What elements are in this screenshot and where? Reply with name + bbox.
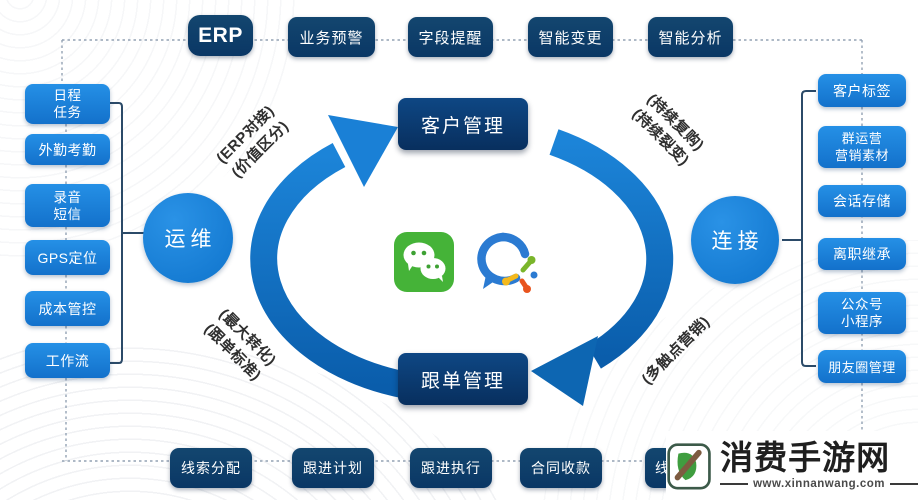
left-box-label: 成本管控 <box>38 300 97 317</box>
right-circle-connect: 连接 <box>691 196 779 284</box>
right-box-moments-manage: 朋友圈管理 <box>818 350 906 383</box>
left-circle-operations: 运维 <box>143 193 233 283</box>
right-box-group-marketing: 群运营 营销素材 <box>818 126 906 168</box>
top-box-label: 智能分析 <box>658 29 723 47</box>
left-box-schedule-tasks: 日程 任务 <box>25 84 110 124</box>
bottom-box-label: 跟进执行 <box>421 460 481 476</box>
left-box-field-attendance: 外勤考勤 <box>25 134 110 165</box>
right-box-label: 离职继承 <box>833 246 891 262</box>
watermark-rule-left <box>720 482 749 485</box>
right-box-label: 客户标签 <box>833 82 891 99</box>
watermark: 消费手游网 www.xinnanwang.com <box>666 431 918 500</box>
watermark-rule-right <box>890 482 918 485</box>
top-box-erp: ERP <box>188 15 253 56</box>
left-box-label: GPS定位 <box>37 249 98 266</box>
left-box-label: 外勤考勤 <box>38 141 97 158</box>
arrowhead-up-icon <box>328 115 398 187</box>
left-box-label: 录音 短信 <box>53 189 82 222</box>
left-box-workflow: 工作流 <box>25 343 110 378</box>
bottom-box-label: 合同收款 <box>531 460 591 476</box>
center-box-customer-management: 客户管理 <box>398 98 528 150</box>
arrowhead-left-icon <box>531 336 598 406</box>
center-box-label: 客户管理 <box>420 115 505 137</box>
top-box-label: 业务预警 <box>299 29 364 47</box>
left-box-cost-control: 成本管控 <box>25 291 110 326</box>
bottom-box-label: 线 <box>655 460 670 476</box>
right-box-label: 公众号 小程序 <box>841 297 883 329</box>
right-box-official-miniprogram: 公众号 小程序 <box>818 292 906 334</box>
right-box-label: 会话存储 <box>833 193 891 209</box>
wechat-icon <box>393 231 455 298</box>
top-box-label: 字段提醒 <box>418 29 483 47</box>
bottom-box-contract-payment: 合同收款 <box>520 448 602 488</box>
center-box-order-follow-management: 跟单管理 <box>398 353 528 405</box>
right-box-resign-inherit: 离职继承 <box>818 238 906 270</box>
watermark-url: www.xinnanwang.com <box>753 477 885 490</box>
top-box-label: ERP <box>198 23 243 47</box>
right-box-label: 群运营 营销素材 <box>834 131 889 163</box>
circle-label: 连接 <box>711 230 764 253</box>
top-box-smart-change: 智能变更 <box>528 17 613 57</box>
right-box-customer-tags: 客户标签 <box>818 74 906 107</box>
left-box-gps-location: GPS定位 <box>25 240 110 275</box>
top-box-field-reminder: 字段提醒 <box>408 17 493 57</box>
watermark-logo-icon <box>667 442 711 489</box>
cycle-arc-left <box>250 143 413 400</box>
left-bracket <box>110 102 146 364</box>
watermark-title: 消费手游网 <box>720 440 891 477</box>
watermark-text: 消费手游网 www.xinnanwang.com <box>720 442 918 490</box>
cycle-arc-right <box>549 129 674 369</box>
right-box-session-storage: 会话存储 <box>818 185 906 217</box>
bottom-box-followup-plan: 跟进计划 <box>292 448 374 488</box>
right-bracket <box>782 90 816 367</box>
bottom-box-label: 线索分配 <box>181 460 241 476</box>
circle-label: 运维 <box>164 228 217 251</box>
bottom-box-label: 跟进计划 <box>303 460 363 476</box>
top-box-label: 智能变更 <box>538 29 603 47</box>
left-box-label: 工作流 <box>45 352 90 369</box>
center-box-label: 跟单管理 <box>420 370 505 392</box>
wecom-icon <box>475 232 541 299</box>
bottom-box-followup-execute: 跟进执行 <box>410 448 492 488</box>
left-box-label: 日程 任务 <box>53 88 82 120</box>
left-box-recording-sms: 录音 短信 <box>25 184 110 227</box>
top-box-business-alert: 业务预警 <box>288 17 375 57</box>
right-box-label: 朋友圈管理 <box>828 360 896 375</box>
bottom-box-lead-assignment: 线索分配 <box>170 448 252 488</box>
top-box-smart-analysis: 智能分析 <box>648 17 733 57</box>
watermark-subtitle: www.xinnanwang.com <box>720 478 918 490</box>
